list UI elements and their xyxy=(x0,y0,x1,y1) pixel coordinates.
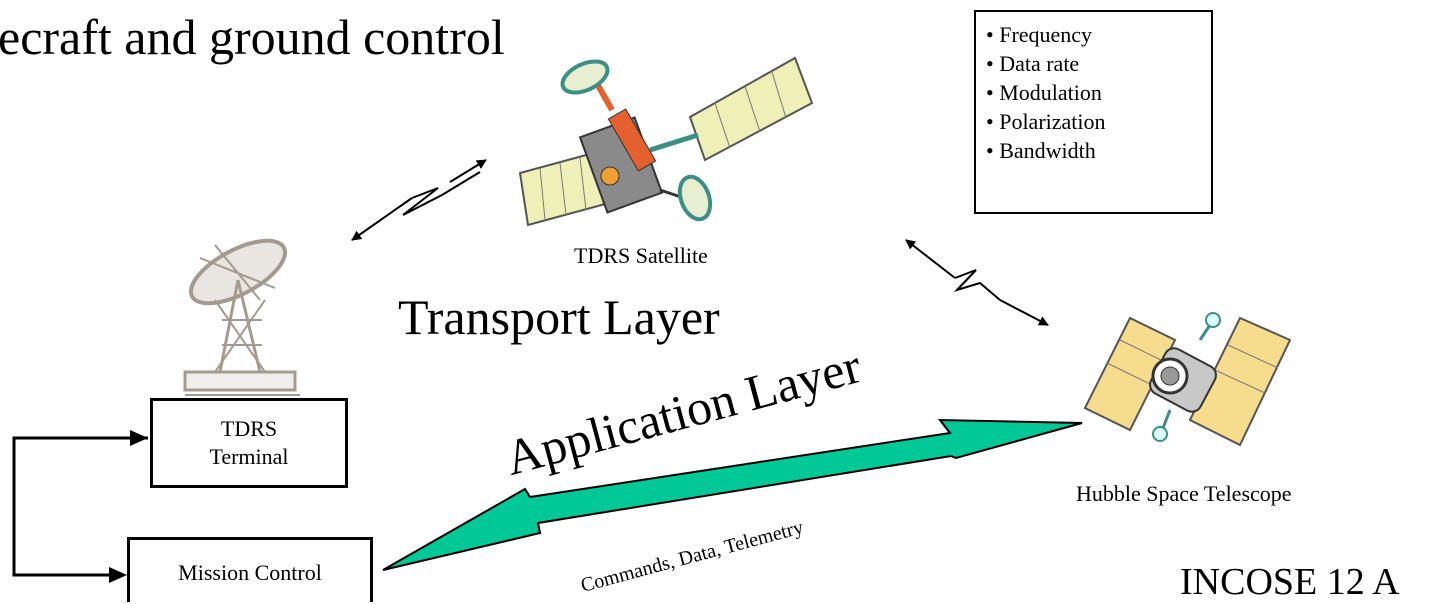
tdrs-terminal-label-line2: Terminal xyxy=(209,444,289,469)
parameter-item: Data rate xyxy=(986,49,1211,78)
parameter-item: Polarization xyxy=(986,107,1211,136)
hubble-space-telescope-icon xyxy=(1083,312,1292,447)
tdrs-terminal-box: TDRS Terminal xyxy=(150,398,348,488)
parameter-item: Modulation xyxy=(986,78,1211,107)
application-layer-arrow xyxy=(382,418,1083,571)
footer-text: INCOSE 12 A xyxy=(1180,561,1400,603)
tdrs-satellite-icon xyxy=(518,56,814,227)
radio-dish-icon xyxy=(183,238,300,396)
parameter-item: Bandwidth xyxy=(986,136,1211,165)
hubble-label: Hubble Space Telescope xyxy=(1076,481,1292,506)
tdrs-terminal-label-line1: TDRS xyxy=(220,416,278,441)
rf-link-ground-to-tdrs xyxy=(351,159,487,241)
mission-control-box: Mission Control xyxy=(127,537,373,602)
tdrs-satellite-label: TDRS Satellite xyxy=(574,243,708,268)
parameter-item: Frequency xyxy=(986,20,1211,49)
control-loop-connector xyxy=(12,430,148,583)
mission-control-label: Mission Control xyxy=(178,560,322,585)
link-parameters-box: Frequency Data rate Modulation Polarizat… xyxy=(974,10,1213,214)
rf-link-tdrs-to-hubble xyxy=(905,239,1049,326)
slide-title: ecraft and ground control xyxy=(0,9,505,65)
transport-layer-label: Transport Layer xyxy=(398,289,720,345)
